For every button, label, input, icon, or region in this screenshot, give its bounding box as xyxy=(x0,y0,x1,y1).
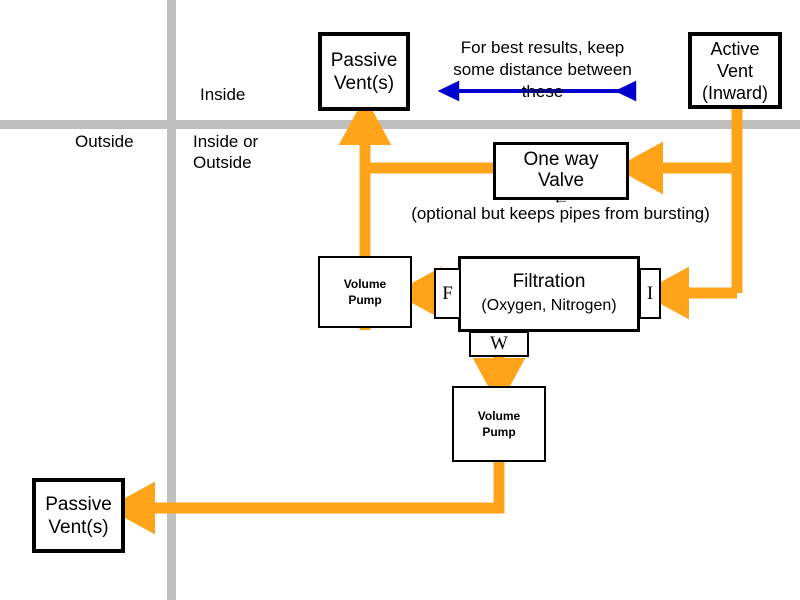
port-filtered-out-label: F xyxy=(442,282,453,304)
port-intake-label: I xyxy=(646,282,654,304)
filtration-line2: (Oxygen, Nitrogen) xyxy=(481,297,617,314)
valve-note: (optional but keeps pipes from bursting) xyxy=(411,204,710,223)
active-vent-line2: Vent xyxy=(716,60,754,81)
node-filtration[interactable]: Filtration (Oxygen, Nitrogen) xyxy=(458,256,640,332)
volume-pump-upper-line2: Pump xyxy=(348,293,382,307)
port-intake[interactable]: I xyxy=(639,268,661,319)
volume-pump-lower-line2: Pump xyxy=(482,425,516,439)
node-volume-pump-upper[interactable]: Volume Pump xyxy=(318,256,412,328)
port-waste-label: W xyxy=(490,333,508,354)
distance-note: For best results, keep some distance bet… xyxy=(435,37,650,103)
active-vent-line1: Active xyxy=(710,38,760,59)
node-passive-vent-bottom[interactable]: Passive Vent(s) xyxy=(32,478,125,553)
one-way-valve-line2: Valve xyxy=(537,170,585,191)
passive-vent-top-line2: Vent(s) xyxy=(333,72,395,94)
volume-pump-upper-line1: Volume xyxy=(343,277,387,291)
zone-label-inside: Inside xyxy=(200,85,246,104)
pipe-lower-pump-to-passive-vent-bottom xyxy=(106,461,505,535)
passive-vent-bottom-line2: Vent(s) xyxy=(48,516,109,538)
port-waste[interactable]: W xyxy=(469,331,529,357)
distance-note-text: For best results, keep some distance bet… xyxy=(453,38,632,101)
valve-direction-arrow-icon: ← xyxy=(552,189,570,208)
node-one-way-valve[interactable]: One way Valve ← xyxy=(493,142,629,207)
zone-label-outside: Outside xyxy=(75,132,134,151)
filtration-line1: Filtration xyxy=(512,271,586,292)
passive-vent-top-line1: Passive xyxy=(330,49,398,71)
node-passive-vent-top[interactable]: Passive Vent(s) xyxy=(318,32,410,111)
node-active-vent[interactable]: Active Vent (Inward) xyxy=(688,32,782,109)
node-volume-pump-lower[interactable]: Volume Pump xyxy=(452,386,546,462)
active-vent-line3: (Inward) xyxy=(701,82,768,103)
port-filtered-out[interactable]: F xyxy=(434,268,461,319)
zone-divider-horizontal xyxy=(0,120,800,129)
volume-pump-lower-line1: Volume xyxy=(477,409,521,423)
zone-divider-vertical xyxy=(167,0,176,600)
zone-label-inside-or-outside: Inside or Outside xyxy=(193,132,259,172)
one-way-valve-line1: One way xyxy=(523,149,599,170)
passive-vent-bottom-line1: Passive xyxy=(45,493,112,515)
